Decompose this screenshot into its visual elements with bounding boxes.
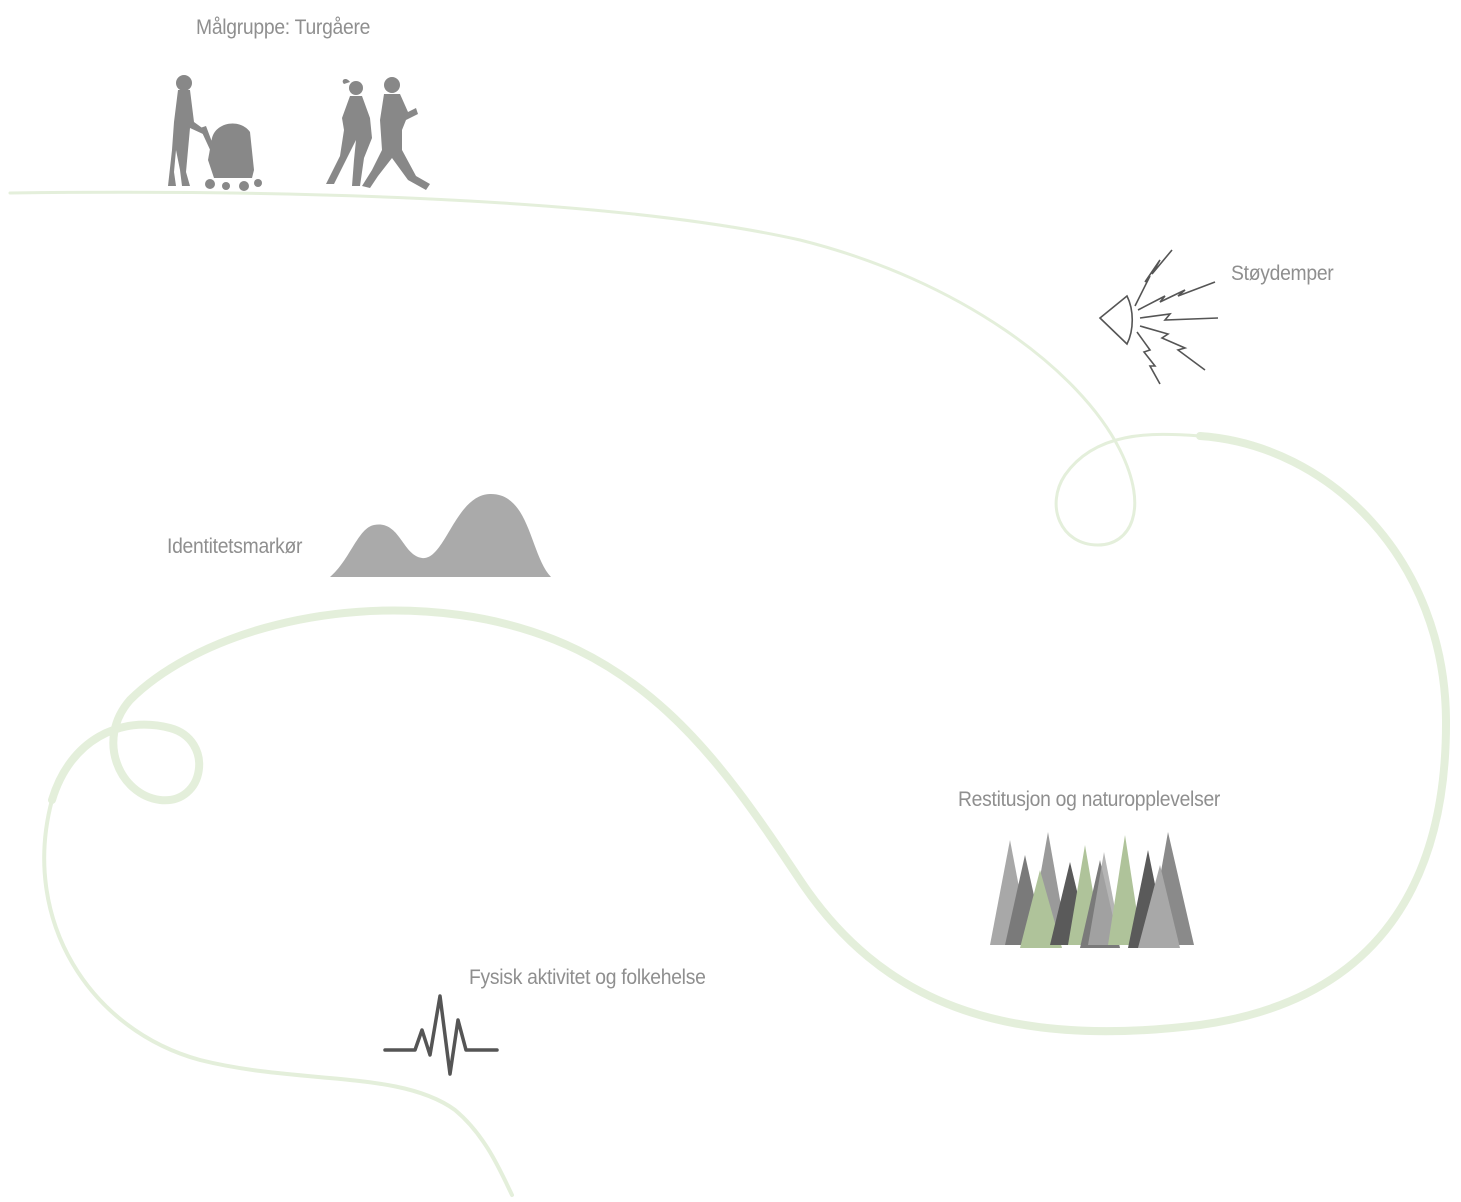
heartbeat-icon	[383, 994, 499, 1076]
target-group-label: Målgruppe: Turgåere	[196, 16, 371, 39]
winding-path-middle	[48, 432, 1451, 1036]
noise-dampener-label: Støydemper	[1231, 262, 1334, 285]
winding-path-lower	[42, 798, 514, 1197]
pedestrians-icon	[168, 75, 430, 191]
restoration-label: Restitusjon og naturopplevelser	[958, 788, 1221, 811]
physical-activity-label: Fysisk aktivitet og folkehelse	[469, 966, 706, 989]
mountains-icon	[330, 493, 551, 577]
identity-marker-label: Identitetsmarkør	[167, 535, 303, 558]
winding-path-upper	[8, 190, 1202, 547]
noise-barrier-icon	[1098, 249, 1219, 385]
forest-icon	[990, 832, 1194, 948]
